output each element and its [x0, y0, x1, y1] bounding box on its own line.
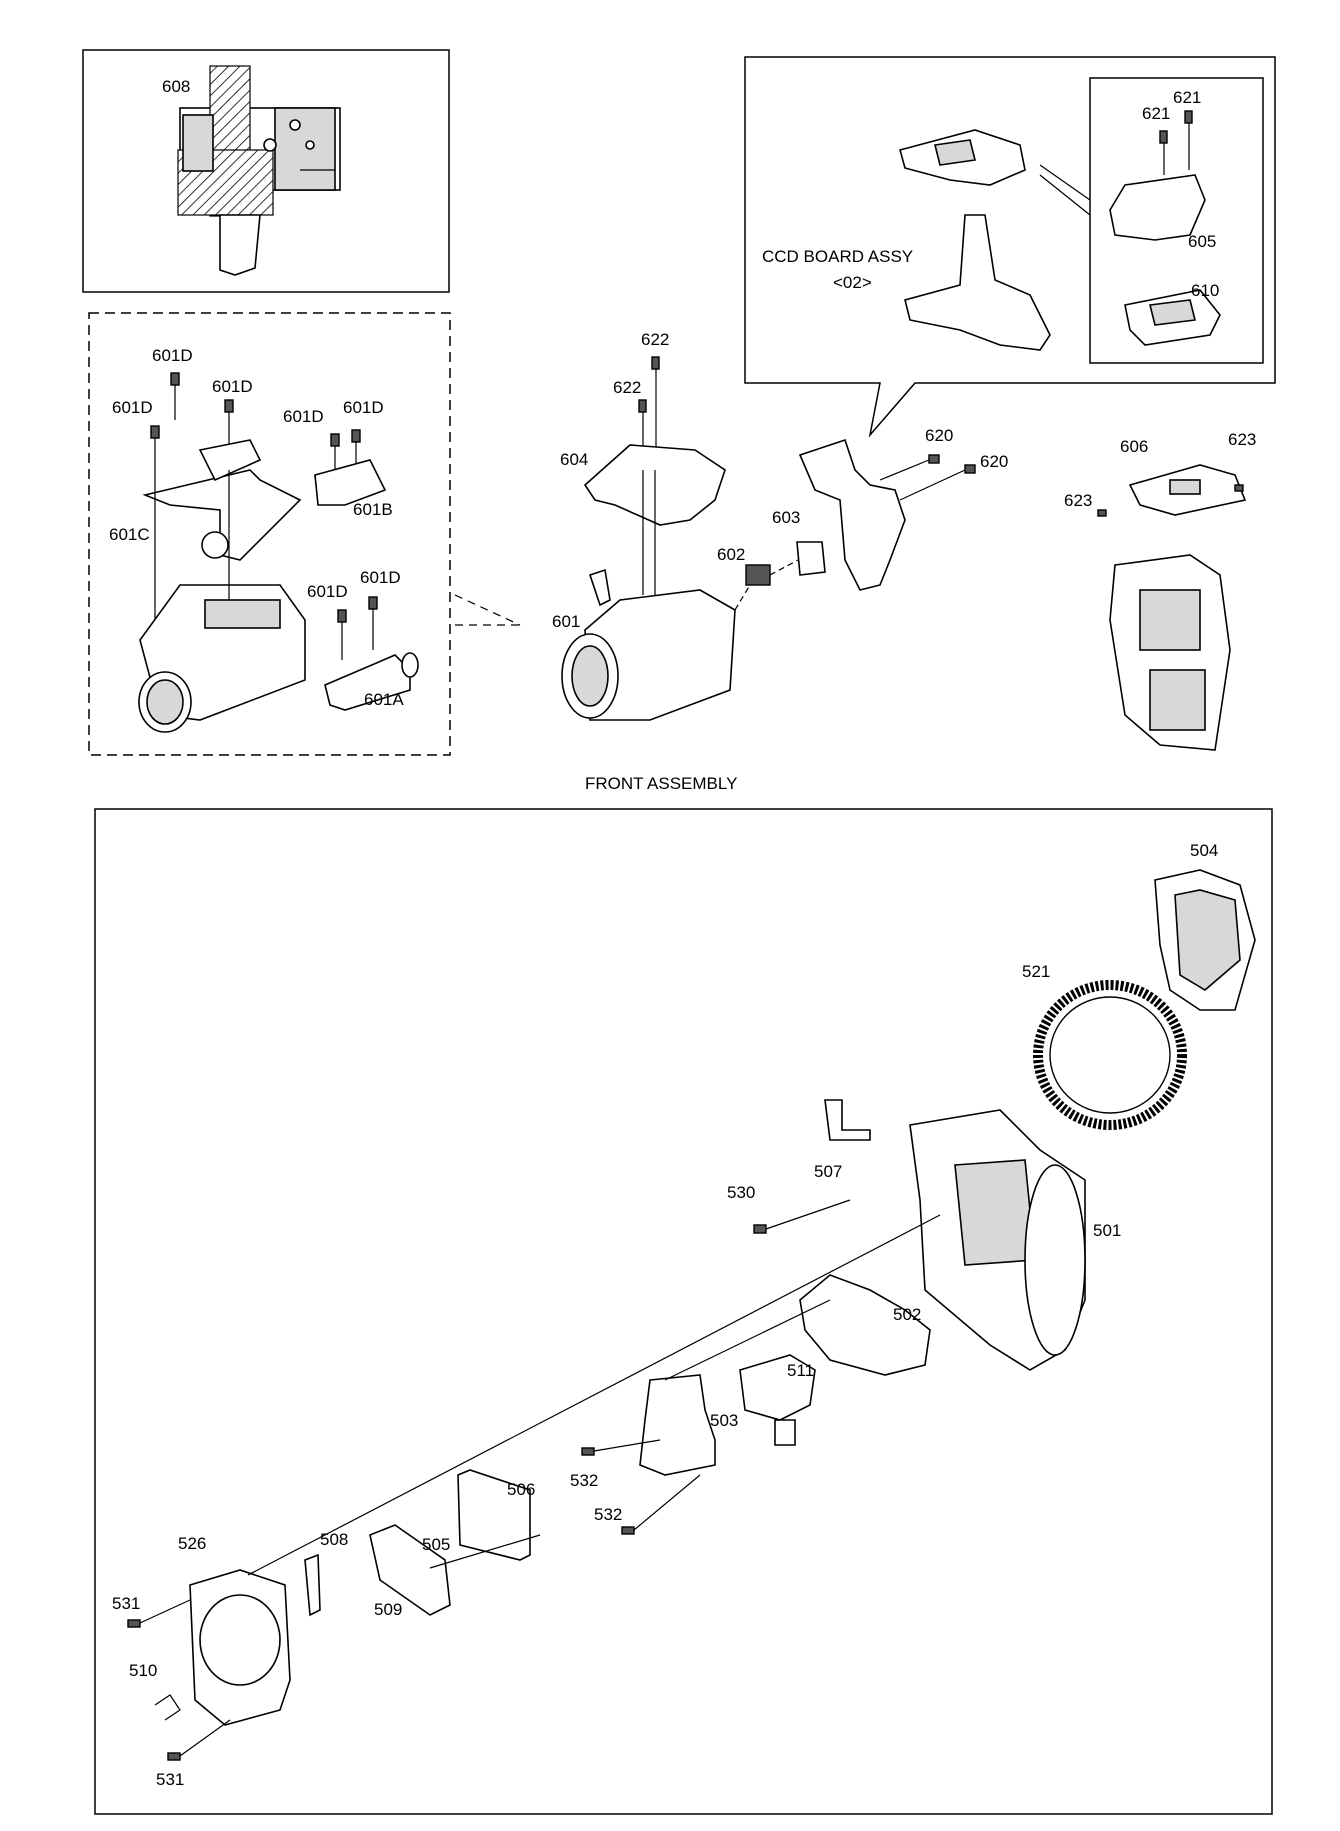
lens-assembly-601: [561, 356, 976, 721]
label-622-a: 622: [641, 330, 669, 349]
label-530: 530: [727, 1183, 755, 1202]
front-assembly-frame: [94, 808, 1273, 1815]
label-601: 601: [552, 612, 580, 631]
label-532-a: 532: [570, 1471, 598, 1490]
inset-frame-601: [88, 312, 451, 756]
label-601D-a: 601D: [152, 346, 193, 365]
ccd-board-assy: [798, 438, 906, 591]
label-604: 604: [560, 450, 588, 469]
label-531-b: 531: [156, 1770, 184, 1789]
lever-508: [304, 1553, 321, 1617]
barrel-601: [584, 589, 736, 721]
label-608: 608: [162, 77, 190, 96]
bracket-601C: [142, 469, 302, 561]
page-title: FRONT ASSEMBLY: [585, 774, 737, 793]
label-601D-e: 601D: [343, 398, 384, 417]
label-601D-b: 601D: [212, 377, 253, 396]
plate-507: [824, 1099, 871, 1141]
label-521: 521: [1022, 962, 1050, 981]
label-621-a: 621: [1173, 88, 1201, 107]
label-620-b: 620: [980, 452, 1008, 471]
label-507: 507: [814, 1162, 842, 1181]
label-621-b: 621: [1142, 104, 1170, 123]
label-601D-d: 601D: [283, 407, 324, 426]
callout-frame: [744, 56, 1276, 438]
panel-506: [457, 1469, 531, 1561]
label-532-b: 532: [594, 1505, 622, 1524]
label-610: 610: [1191, 281, 1219, 300]
lens-block-608-inset: [82, 49, 450, 293]
label-601D-c: 601D: [112, 398, 153, 417]
label-506: 506: [507, 1480, 535, 1499]
label-622-b: 622: [613, 378, 641, 397]
ccd-board-title: CCD BOARD ASSY: [762, 247, 913, 266]
label-526: 526: [178, 1534, 206, 1553]
label-623-b: 623: [1064, 491, 1092, 510]
label-623-a: 623: [1228, 430, 1256, 449]
label-505: 505: [422, 1535, 450, 1554]
label-620-a: 620: [925, 426, 953, 445]
label-501: 501: [1093, 1221, 1121, 1240]
label-510: 510: [129, 1661, 157, 1680]
label-601B: 601B: [353, 500, 393, 519]
label-508: 508: [320, 1530, 348, 1549]
inset-frame-608: [82, 49, 450, 293]
callout-subframe: [1089, 77, 1264, 364]
grip-502: [799, 1274, 931, 1376]
ccd-board-callout: [744, 56, 1276, 438]
label-531-a: 531: [112, 1594, 140, 1613]
label-601A: 601A: [364, 690, 404, 709]
label-502: 502: [893, 1305, 921, 1324]
gear-ring-521: [1033, 980, 1187, 1130]
bracket-503: [639, 1374, 716, 1476]
label-509: 509: [374, 1600, 402, 1619]
part-labels: 608 601D 601D 601D 601D 601D 601D 601D 6…: [109, 77, 1256, 1789]
ccd-board-ref: <02>: [833, 273, 872, 292]
filter-602: [745, 564, 771, 586]
front-assembly-parts: [127, 869, 1256, 1761]
label-601D-f: 601D: [307, 582, 348, 601]
label-601D-g: 601D: [360, 568, 401, 587]
holder-601B: [314, 459, 387, 506]
label-601C: 601C: [109, 525, 150, 544]
label-511: 511: [787, 1361, 814, 1380]
label-605: 605: [1188, 232, 1216, 251]
button-511: [739, 1354, 816, 1421]
plate-505: [369, 1524, 451, 1616]
label-602: 602: [717, 545, 745, 564]
label-606: 606: [1120, 437, 1148, 456]
label-504: 504: [1190, 841, 1218, 860]
bracket-601A: [324, 654, 411, 711]
lens-block-601-inset: [88, 312, 451, 756]
cover-606-group: [1097, 464, 1247, 751]
label-503: 503: [710, 1411, 738, 1430]
plate-603: [796, 541, 826, 576]
label-603: 603: [772, 508, 800, 527]
